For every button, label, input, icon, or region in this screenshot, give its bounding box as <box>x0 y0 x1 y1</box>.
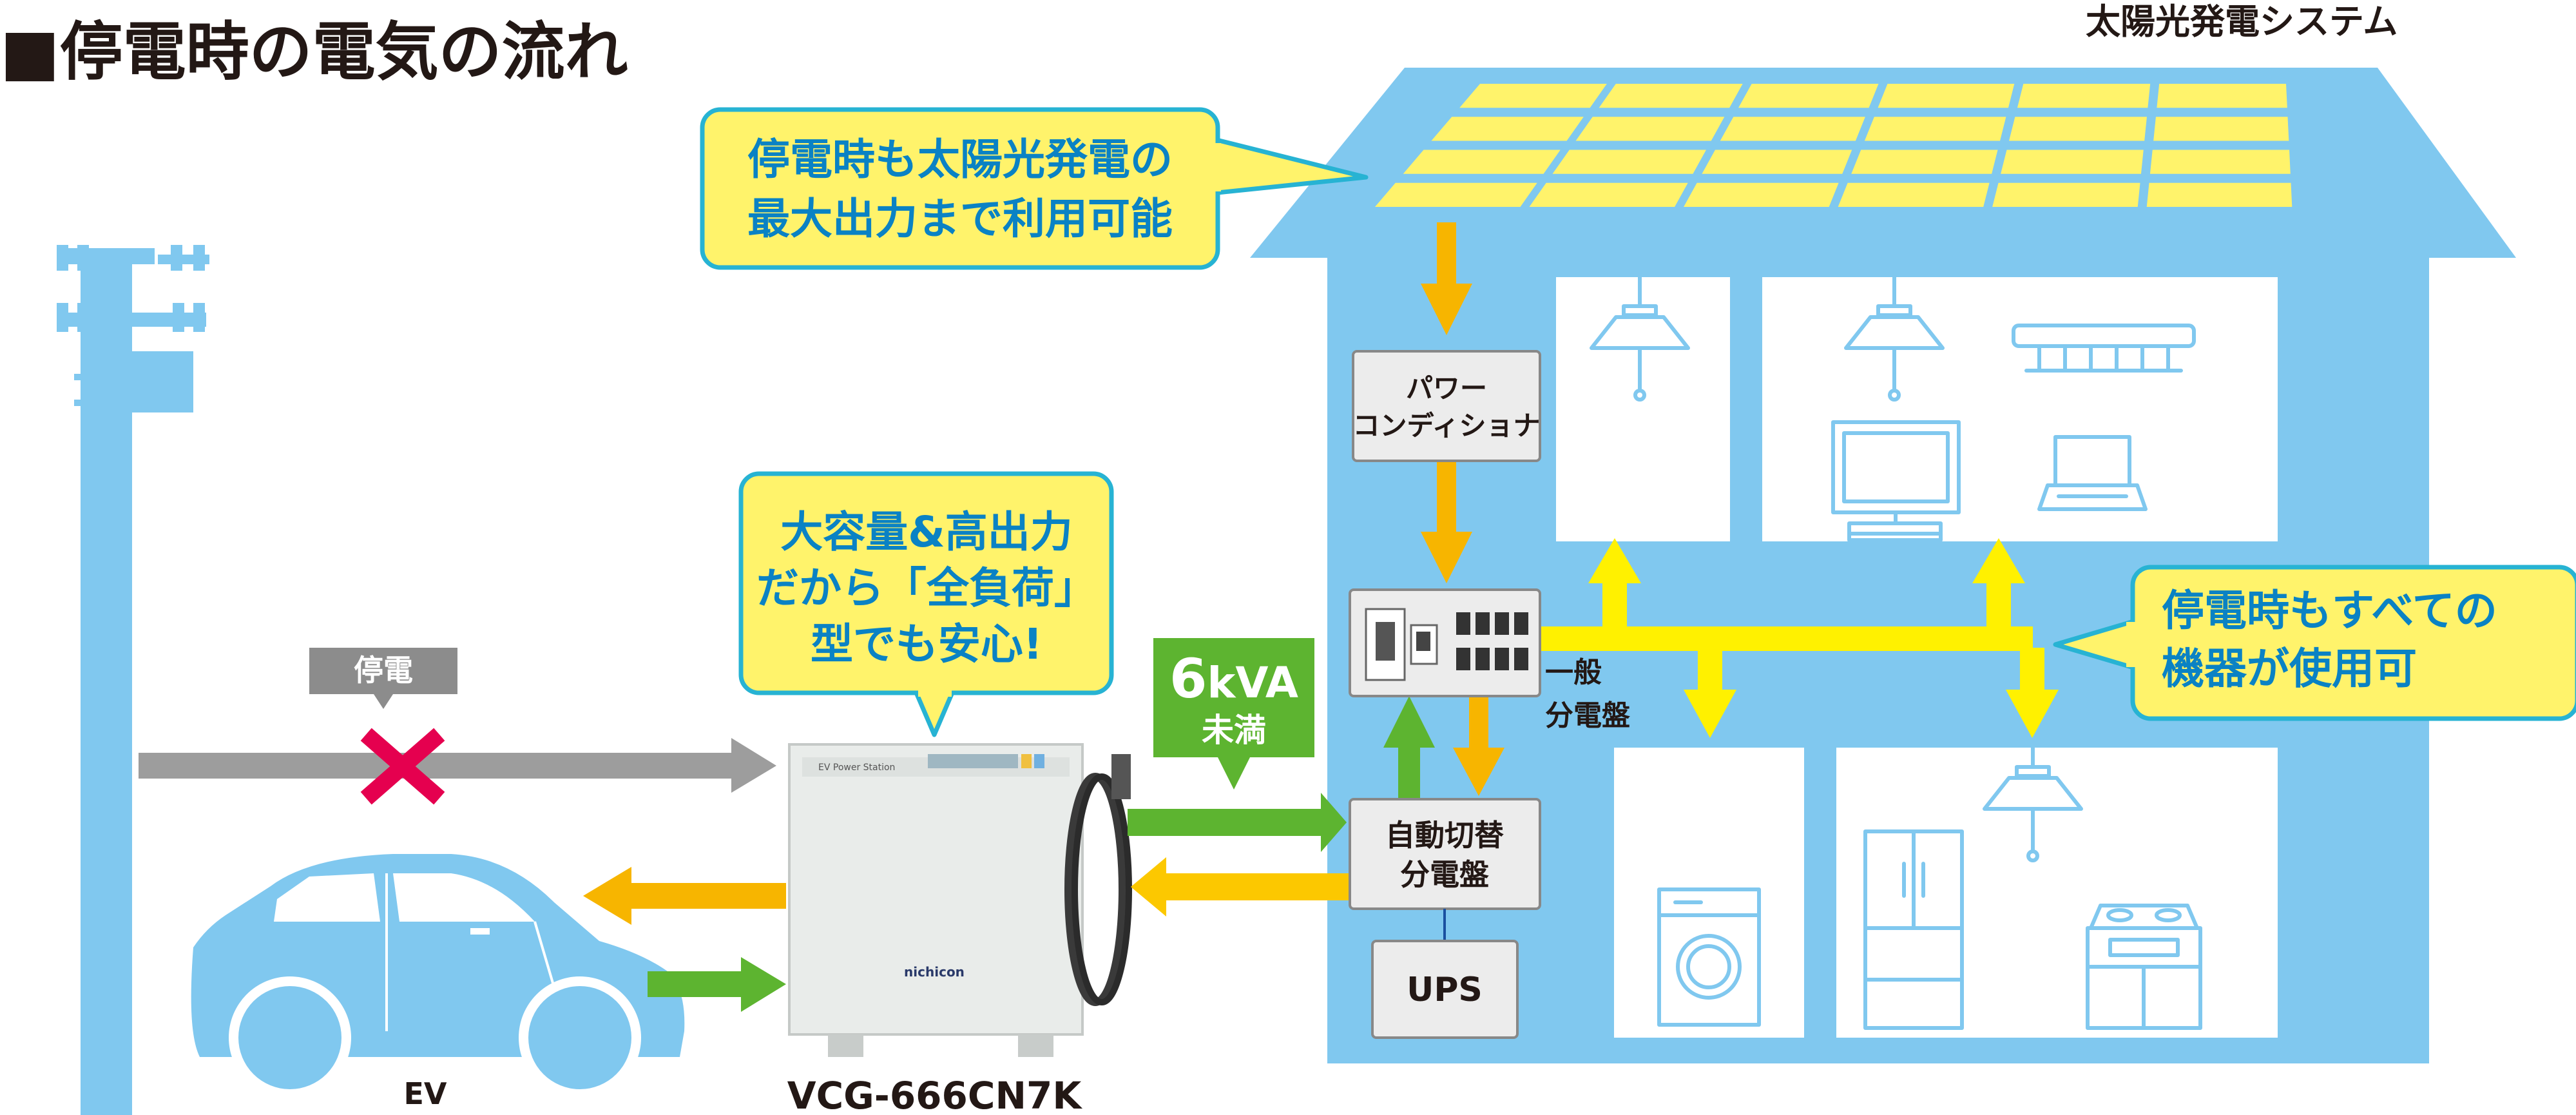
callout-capacity-line-1: 大容量&高出力 <box>780 507 1073 557</box>
arrow-switch-to-product <box>1131 857 1353 916</box>
room-upper-right <box>1762 277 2278 541</box>
ups-box: UPS <box>1371 940 1519 1039</box>
panel-label-2: 分電盤 <box>1545 699 1630 732</box>
arrow-solar-to-conditioner <box>1421 222 1472 335</box>
refrigerator-icon <box>1863 829 1964 1030</box>
room-lower-right <box>1836 748 2278 1038</box>
power-conditioner-label-2: コンディショナ <box>1352 410 1540 441</box>
solar-panel-cell <box>2146 182 2292 207</box>
ev-car-icon <box>191 854 685 1099</box>
panel-label-1: 一般 <box>1545 656 1602 689</box>
solar-panel-cell <box>1575 117 1725 141</box>
solar-panels <box>1374 84 2292 207</box>
solar-panel-cell <box>2149 150 2291 174</box>
unit-plate: EV Power Station <box>818 762 895 773</box>
cross-icon <box>360 728 445 805</box>
laptop-icon <box>2037 435 2148 511</box>
yellow-distribution-arrows <box>1537 538 2059 738</box>
callout-devices-line-1: 停電時もすべての <box>2162 586 2497 635</box>
solar-panel-cell <box>1864 117 2006 141</box>
kva-value: 6 <box>1169 647 1207 710</box>
callout-solar: 停電時も太陽光発電の 最大出力まで利用可能 <box>700 107 1369 270</box>
solar-panel-cell <box>2009 117 2147 141</box>
auto-switch-label-2: 分電盤 <box>1400 857 1489 892</box>
solar-panel-cell <box>2017 84 2151 108</box>
power-conditioner-box: パワー コンディショナ <box>1352 350 1541 462</box>
air-conditioner-icon <box>2012 324 2196 373</box>
callout-capacity: 大容量&高出力 だから「全負荷」 型でも安心! <box>738 471 1114 737</box>
stove-icon <box>2086 904 2202 1030</box>
solar-panel-cell <box>1599 84 1743 108</box>
power-conditioner-label-1: パワー <box>1406 373 1487 404</box>
callout-capacity-line-3: 型でも安心! <box>811 619 1043 669</box>
solar-system-label: 太陽光発電システム <box>2086 1 2398 42</box>
solar-panel-cell <box>1459 84 1607 108</box>
arrow-conditioner-to-panel <box>1421 461 1472 583</box>
v2h-unit: EV Power Station nichicon <box>788 743 1132 1057</box>
solar-panel-cell <box>1702 150 1852 174</box>
solar-panel-cell <box>1374 182 1537 207</box>
solar-panel-cell <box>1738 84 1879 108</box>
arrow-ev-to-product <box>648 957 786 1012</box>
arrow-product-to-ev <box>583 867 786 925</box>
ceiling-light-icon <box>1983 746 2083 862</box>
callout-solar-line-2: 最大出力まで利用可能 <box>747 194 1173 244</box>
arrow-product-to-switch <box>1128 793 1347 852</box>
solar-panel-cell <box>1851 150 1998 174</box>
room-upper-left <box>1556 277 1730 541</box>
solar-panel-cell <box>1529 182 1688 207</box>
svg-text:6kVA: 6kVA <box>1169 647 1298 710</box>
solar-panel-cell <box>1431 117 1584 141</box>
room-lower-left <box>1614 748 1804 1038</box>
solar-panel-cell <box>2153 117 2289 141</box>
washing-machine-icon <box>1657 887 1761 1027</box>
solar-panel-cell <box>2001 150 2144 174</box>
auto-switch-label-1: 自動切替 <box>1385 818 1504 853</box>
arrow-grid-outage <box>139 738 776 793</box>
unit-brand: nichicon <box>904 964 965 980</box>
monitor-icon <box>1831 420 1961 542</box>
breaker-panel <box>1349 588 1541 697</box>
kva-unit: kVA <box>1207 658 1298 708</box>
ev-label: EV <box>403 1076 447 1111</box>
solar-panel-cell <box>1720 117 1865 141</box>
solar-panel-cell <box>2157 84 2287 108</box>
solar-panel-cell <box>1403 150 1561 174</box>
callout-devices: 停電時もすべての 機器が使用可 <box>2053 565 2576 721</box>
ceiling-light-icon <box>1590 275 1690 402</box>
kva-badge: 6kVA 未満 <box>1153 638 1314 790</box>
solar-panel-cell <box>1838 182 1990 207</box>
auto-switch-box: 自動切替 分電盤 <box>1349 798 1541 910</box>
product-label: VCG-666CN7K <box>787 1074 1083 1115</box>
utility-pole-icon <box>57 245 209 1115</box>
outage-label-box: 停電 <box>309 648 457 709</box>
callout-solar-line-1: 停電時も太陽光発電の <box>747 135 1173 184</box>
solar-panel-cell <box>1684 182 1839 207</box>
arrow-panel-to-switch <box>1453 696 1504 796</box>
callout-devices-line-2: 機器が使用可 <box>2162 644 2417 693</box>
outage-label: 停電 <box>354 653 413 688</box>
callout-capacity-line-2: だから「全負荷」 <box>756 563 1097 613</box>
solar-panel-cell <box>1992 182 2140 207</box>
ups-label: UPS <box>1407 971 1483 1009</box>
ceiling-light-icon <box>1844 275 1945 402</box>
page-title: ■停電時の電気の流れ <box>0 15 628 89</box>
solar-panel-cell <box>1552 150 1706 174</box>
kva-suffix: 未満 <box>1202 712 1266 749</box>
arrow-switch-to-panel <box>1383 696 1435 798</box>
solar-panel-cell <box>1878 84 2015 108</box>
